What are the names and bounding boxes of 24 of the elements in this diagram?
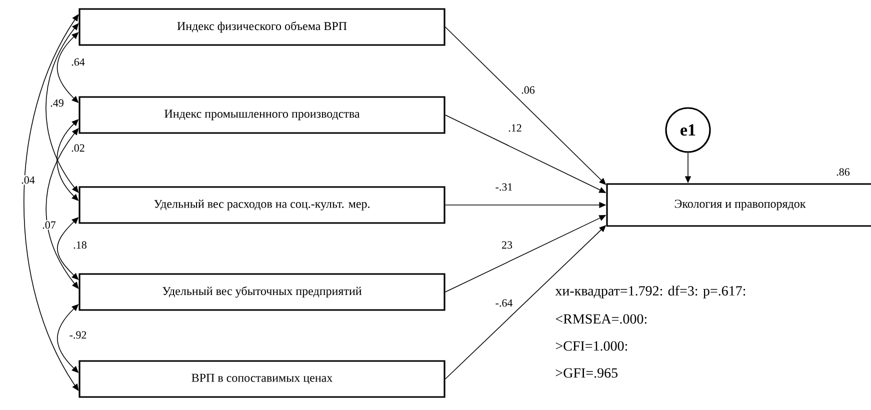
edge-label: .07 — [41, 220, 57, 230]
edge-label: .64 — [70, 57, 86, 67]
edge-label: .12 — [507, 123, 523, 133]
edge-label: -.92 — [68, 330, 88, 340]
fit-statistic: >CFI=1.000: — [556, 341, 628, 351]
edge-label: .49 — [49, 98, 65, 108]
edge-label: 23 — [500, 240, 514, 250]
variable-box: Индекс физического объема ВРП — [78, 8, 446, 46]
edge-label: .02 — [70, 143, 86, 153]
fit-statistic: >GFI=.965 — [556, 368, 618, 378]
variable-box: Индекс промышленного производства — [78, 96, 446, 134]
variable-box: Экология и правопорядок — [606, 183, 871, 227]
fit-statistic: <RMSEA=.000: — [556, 314, 646, 324]
edge-label: .18 — [72, 240, 88, 250]
edge-label: .04 — [20, 175, 36, 185]
variable-box: Удельный вес убыточных предприятий — [78, 273, 446, 311]
beside-label: .86 — [836, 168, 850, 176]
edge-label: .06 — [520, 85, 536, 95]
variable-box: ВРП в сопоставимых ценах — [78, 360, 446, 398]
edge-label: -.31 — [494, 182, 514, 192]
edge-label: -.64 — [494, 298, 514, 308]
fit-statistic: хи-квадрат=1.792: df=3: p=.617: — [555, 286, 746, 298]
variable-box: Удельный вес расходов на соц.-культ. мер. — [78, 186, 446, 224]
covariance-arc — [24, 14, 79, 391]
